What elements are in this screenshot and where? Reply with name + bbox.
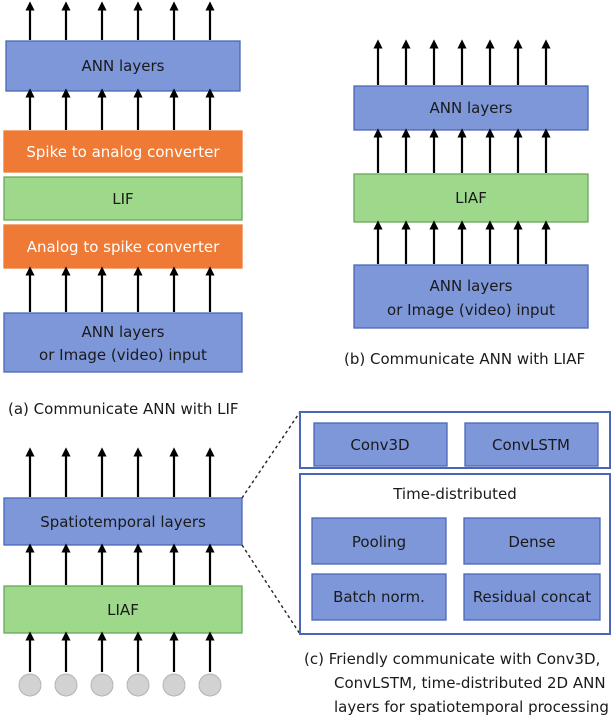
batch-norm-label: Batch norm. xyxy=(333,588,425,606)
pooling-label: Pooling xyxy=(352,533,406,551)
input-node xyxy=(54,673,78,697)
panel-a-caption: (a) Communicate ANN with LIF xyxy=(8,400,239,418)
panel-a-ann-layers-box xyxy=(5,40,241,92)
panel-a-input-line1: ANN layers xyxy=(82,323,165,341)
residual-concat-box xyxy=(463,573,601,621)
panel-b-ann-layers-label: ANN layers xyxy=(430,99,513,117)
pooling-box xyxy=(311,517,447,565)
panel-a-bottom-arrows xyxy=(25,266,215,312)
panel-a-mid-arrows xyxy=(25,88,215,130)
dense-box xyxy=(463,517,601,565)
conv3d-box xyxy=(313,422,448,467)
panel-b-bottom-arrows xyxy=(373,220,551,264)
analog-to-spike-converter-box xyxy=(3,224,243,269)
panel-b-ann-layers-box xyxy=(353,85,589,131)
input-node xyxy=(162,673,186,697)
spike-to-analog-converter-box xyxy=(3,130,243,173)
input-node xyxy=(126,673,150,697)
panel-a-input-box xyxy=(3,312,243,373)
panel-b-input-line1: ANN layers xyxy=(430,277,513,295)
zoom-line-top xyxy=(241,411,301,499)
panel-c-caption-line1: (c) Friendly communicate with Conv3D, xyxy=(304,650,600,668)
input-node xyxy=(198,673,222,697)
panel-b-caption: (b) Communicate ANN with LIAF xyxy=(344,350,585,368)
convlstm-box xyxy=(464,422,599,467)
panel-a-lif-box xyxy=(3,176,243,221)
panel-a-lif-label: LIF xyxy=(112,190,133,208)
input-spike-nodes xyxy=(18,673,222,697)
panel-b-liaf-label: LIAF xyxy=(455,189,487,207)
panel-c-liaf-box xyxy=(3,585,243,634)
panel-a-ann-layers-label: ANN layers xyxy=(82,57,165,75)
panel-c-liaf-label: LIAF xyxy=(107,601,139,619)
panel-b: ANN layers LIAF ANN layers or Image (vid… xyxy=(344,39,589,368)
spatiotemporal-layers-label: Spatiotemporal layers xyxy=(40,513,206,531)
residual-concat-label: Residual concat xyxy=(473,588,591,606)
panel-b-top-arrows xyxy=(373,39,551,85)
batch-norm-box xyxy=(311,573,447,621)
panel-c-top-arrows xyxy=(25,447,215,497)
panel-b-input-box xyxy=(353,264,589,329)
panel-a-top-arrows xyxy=(25,1,215,40)
spatiotemporal-layers-box xyxy=(3,497,243,546)
panel-b-liaf-box xyxy=(353,173,589,223)
panel-a: ANN layers Spike to analog converter LIF… xyxy=(3,1,243,418)
time-distributed-label: Time-distributed xyxy=(392,485,517,503)
dense-label: Dense xyxy=(508,533,555,551)
analog-to-spike-converter-label: Analog to spike converter xyxy=(27,238,220,256)
panel-c-caption-line2: ConvLSTM, time-distributed 2D ANN xyxy=(334,674,606,692)
panel-c-caption-line3: layers for spatiotemporal processing xyxy=(334,698,609,716)
panel-c-mid-arrows xyxy=(25,543,215,585)
panel-c: Spatiotemporal layers LIAF xyxy=(3,411,611,716)
panel-b-mid-arrows xyxy=(373,128,551,173)
zoom-line-bottom xyxy=(241,544,301,635)
input-node xyxy=(90,673,114,697)
panel-a-input-line2: or Image (video) input xyxy=(39,346,207,364)
panel-c-input-arrows xyxy=(25,631,215,672)
spike-to-analog-converter-label: Spike to analog converter xyxy=(26,143,220,161)
conv3d-label: Conv3D xyxy=(350,436,409,454)
panel-b-input-line2: or Image (video) input xyxy=(387,301,555,319)
input-node xyxy=(18,673,42,697)
convlstm-label: ConvLSTM xyxy=(492,436,570,454)
